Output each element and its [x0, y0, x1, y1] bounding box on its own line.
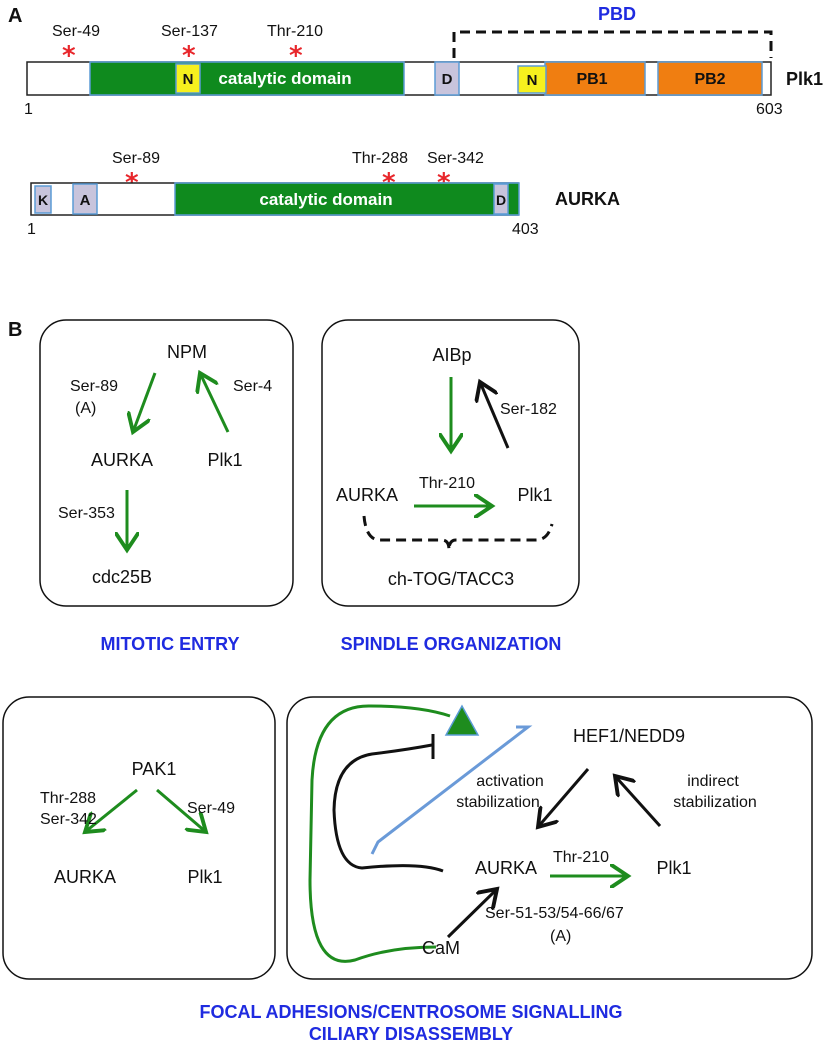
mitotic-ser4: Ser-4 [233, 378, 272, 395]
focal-ser342: Ser-342 [40, 811, 97, 828]
bottom-caption-1: FOCAL ADHESIONS/CENTROSOME SIGNALLING [199, 1002, 622, 1022]
plk1-d-box [434, 61, 460, 96]
aurka-catalytic-label: catalytic domain [259, 190, 392, 209]
arrow-npm-to-aurka [133, 372, 157, 432]
chtog-bracket [362, 515, 554, 551]
plk1-pb2 [657, 61, 763, 96]
spindle-chtog: ch-TOG/TACC3 [388, 569, 514, 589]
spindle-ser182: Ser-182 [500, 401, 557, 418]
blue-bracket [370, 725, 533, 855]
arrow-plk1-to-hef1 [615, 776, 662, 828]
focal-pak1: PAK1 [132, 759, 177, 779]
cilia-stabilization-2: stabilization [673, 794, 757, 811]
plk1-name: Plk1 [786, 69, 823, 89]
cilia-activation: activation [476, 773, 544, 790]
aurka-end: 403 [512, 221, 539, 238]
plk1-pb1-label: PB1 [576, 71, 607, 88]
aurka-catalytic-domain [174, 182, 520, 216]
mitotic-npm: NPM [167, 342, 207, 362]
plk1-catalytic-label: catalytic domain [218, 69, 351, 88]
spindle-aurka: AURKA [336, 485, 398, 505]
panel-label-a: A [8, 5, 22, 27]
focal-thr288: Thr-288 [40, 790, 96, 807]
cilia-box [286, 696, 813, 980]
mitotic-plk1: Plk1 [207, 450, 242, 470]
mitotic-caption: MITOTIC ENTRY [101, 634, 240, 654]
aurka-a-box [72, 183, 98, 215]
spindle-plk1: Plk1 [517, 485, 552, 505]
plk1-site-thr210: Thr-210 [267, 23, 323, 40]
plk1-n-box [175, 63, 201, 94]
inhibition-curve [332, 743, 444, 873]
plk1-pb2-label: PB2 [694, 71, 725, 88]
aurka-a-label: A [80, 192, 91, 209]
plk1-start: 1 [24, 101, 33, 118]
arrow-cam-to-aurka [446, 889, 497, 939]
arrow-pak1-to-aurka [85, 788, 138, 832]
aurka-d-box [493, 183, 509, 215]
cilia-aurka: AURKA [475, 858, 537, 878]
spindle-box [321, 319, 580, 607]
mitotic-cdc25b: cdc25B [92, 567, 152, 587]
cilia-sites-a: (A) [550, 928, 571, 945]
panel-label-b: B [8, 319, 22, 341]
arrow-pak1-to-plk1 [156, 788, 206, 832]
aurka-site-ser342: Ser-342 [427, 150, 484, 167]
plk1-catalytic-domain [89, 61, 405, 96]
plk1-d-label: D [442, 71, 453, 88]
cilia-hef1: HEF1/NEDD9 [573, 726, 685, 746]
aurka-site-ser89: Ser-89 [112, 150, 160, 167]
cam-green-loop [308, 704, 451, 963]
pbd-bracket [452, 30, 773, 58]
focal-plk1: Plk1 [187, 867, 222, 887]
mitotic-ser89-a: (A) [75, 400, 96, 417]
plk1-pb1 [544, 61, 646, 96]
mitotic-entry-box [39, 319, 294, 607]
aurka-name: AURKA [555, 189, 620, 209]
aurka-start: 1 [27, 221, 36, 238]
plk1-end: 603 [756, 101, 783, 118]
aurka-site-thr288: Thr-288 [352, 150, 408, 167]
aurka-k-box [34, 185, 52, 214]
spindle-thr210: Thr-210 [419, 475, 475, 492]
spindle-aibp: AIBp [432, 345, 471, 365]
plk1-n-label-2: N [527, 72, 538, 89]
cilia-plk1: Plk1 [656, 858, 691, 878]
aurka-k-label: K [38, 192, 48, 208]
cilia-cam: CaM [422, 938, 460, 958]
arrow-plk1-to-npm [200, 373, 230, 433]
plk1-site-ser137: Ser-137 [161, 23, 218, 40]
plk1-n-box-2 [517, 65, 547, 94]
mitotic-ser353: Ser-353 [58, 505, 115, 522]
cilia-thr210: Thr-210 [553, 849, 609, 866]
arrow-plk1-to-aibp [480, 382, 510, 449]
plk1-n-label: N [183, 71, 194, 88]
cilia-indirect: indirect [687, 773, 739, 790]
cilia-triangle-marker [444, 704, 480, 736]
bottom-caption-2: CILIARY DISASSEMBLY [309, 1024, 513, 1044]
spindle-caption: SPINDLE ORGANIZATION [341, 634, 562, 654]
plk1-pbd-label: PBD [598, 4, 636, 24]
mitotic-aurka: AURKA [91, 450, 153, 470]
arrow-hef1-to-aurka [538, 768, 590, 827]
cilia-stabilization: stabilization [456, 794, 540, 811]
mitotic-ser89: Ser-89 [70, 378, 118, 395]
aurka-d-label: D [496, 192, 506, 208]
plk1-site-ser49: Ser-49 [52, 23, 100, 40]
focal-aurka: AURKA [54, 867, 116, 887]
focal-box [2, 696, 276, 980]
focal-ser49: Ser-49 [187, 800, 235, 817]
cilia-sites: Ser-51-53/54-66/67 [485, 905, 624, 922]
